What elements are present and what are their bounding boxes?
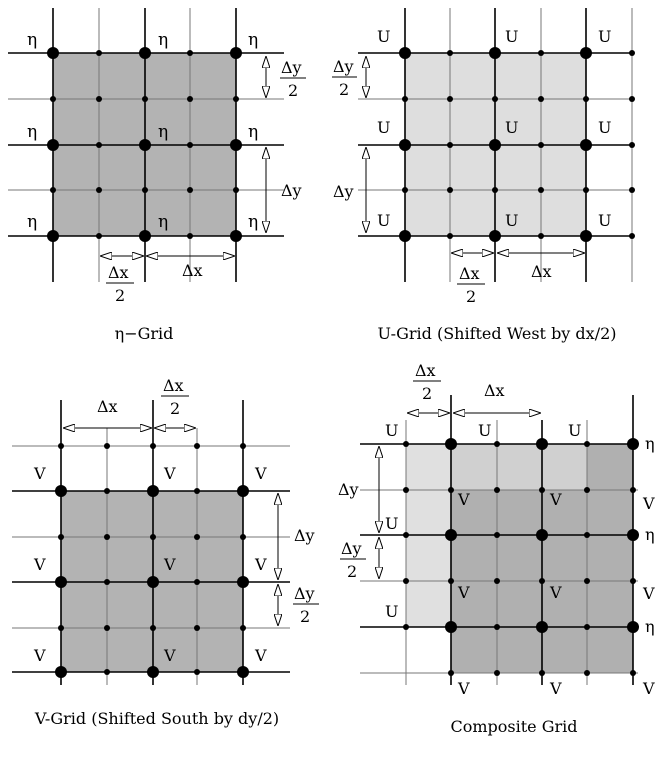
u-label: U [505,27,518,46]
eta-label: η [158,212,168,232]
composite-eta-region [451,444,587,490]
composite-u-label: U [385,421,398,440]
v-label: V [33,646,46,665]
eta-dy-label: Δy [281,181,302,200]
v-dy-label: Δy [294,526,315,545]
composite-dy-half-denominator: 2 [347,562,357,581]
u-dx-half-denominator: 2 [466,287,476,306]
u-label: U [505,118,518,137]
v-label: V [254,464,267,483]
composite-dy-label: Δy [338,480,359,499]
eta-grid-caption: η−Grid [115,324,174,343]
composite-v-label: V [642,584,655,603]
composite-eta-label: η [645,617,655,636]
eta-dx-half-denominator: 2 [115,286,125,305]
composite-dx-half-numerator: Δx [415,361,436,380]
v-dx-half-denominator: 2 [170,399,180,418]
composite-grid-panel: U U U U U η η η V V V V V V V V V Δx 2 Δ… [338,361,655,736]
composite-v-label: V [457,679,470,698]
composite-v-label: V [549,583,562,602]
composite-u-label: U [568,421,581,440]
eta-label: η [248,212,258,232]
composite-v-label: V [549,490,562,509]
u-label: U [598,27,611,46]
composite-v-label: V [642,494,655,513]
v-dx-label: Δx [97,397,118,416]
u-dy-half-denominator: 2 [339,80,349,99]
v-grid-caption: V-Grid (Shifted South by dy/2) [34,709,279,728]
v-dy-half-numerator: Δy [294,584,315,603]
u-label: U [598,211,611,230]
composite-eta-label: η [645,434,655,453]
composite-v-label: V [549,679,562,698]
u-dy-half-numerator: Δy [333,57,354,76]
composite-u-label: U [385,602,398,621]
eta-dx-label: Δx [182,261,203,280]
u-label: U [377,118,390,137]
eta-grid-panel: η η η η η η η η η Δy 2 Δy Δx 2 Δx η−Grid [8,8,306,343]
v-label: V [163,555,176,574]
u-dx-half-numerator: Δx [459,264,480,283]
v-nodes [55,443,249,678]
composite-u-label: U [385,514,398,533]
eta-dy-half-denominator: 2 [288,81,298,100]
u-grid-panel: U U U U U U U U U Δy 2 Δy Δx 2 Δx U-Grid… [332,8,635,343]
composite-grid-caption: Composite Grid [450,717,577,736]
eta-label: η [248,122,258,142]
composite-dx-half-denominator: 2 [422,384,432,403]
u-label: U [377,211,390,230]
eta-dx-half-numerator: Δx [108,263,129,282]
v-label: V [33,464,46,483]
eta-nodes [47,47,242,242]
v-label: V [254,555,267,574]
composite-v-label: V [642,679,655,698]
u-label: U [377,27,390,46]
eta-label: η [158,122,168,142]
composite-dx-label: Δx [484,381,505,400]
v-label: V [163,464,176,483]
v-dx-half-numerator: Δx [163,376,184,395]
v-label: V [163,646,176,665]
u-dy-label: Δy [333,182,354,201]
eta-dy-half-numerator: Δy [281,58,302,77]
v-label: V [254,646,267,665]
u-dx-label: Δx [531,262,552,281]
v-grid-panel: V V V V V V V V V Δx Δx 2 Δy Δy 2 V-Grid… [12,376,319,728]
composite-eta-corner [587,444,633,490]
eta-label: η [27,212,37,232]
composite-dy-half-numerator: Δy [341,539,362,558]
composite-v-label: V [457,490,470,509]
eta-label: η [27,122,37,142]
u-grid-caption: U-Grid (Shifted West by dx/2) [377,324,616,343]
u-nodes [399,47,635,242]
composite-nodes [403,438,639,676]
eta-label: η [27,30,37,50]
eta-label: η [248,30,258,50]
u-label: U [505,211,518,230]
v-label: V [33,555,46,574]
composite-eta-label: η [645,525,655,544]
composite-u-label: U [478,421,491,440]
composite-v-label: V [457,583,470,602]
eta-label: η [158,30,168,50]
v-dy-half-denominator: 2 [300,607,310,626]
u-label: U [598,118,611,137]
